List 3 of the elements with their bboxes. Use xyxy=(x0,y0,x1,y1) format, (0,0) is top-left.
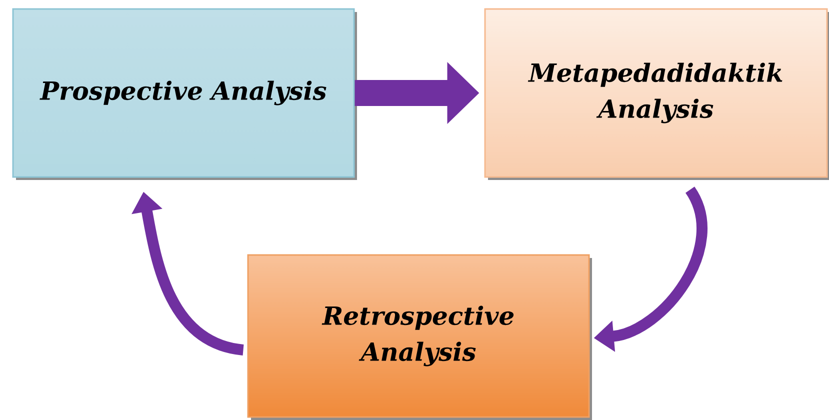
process-box: Metapedadidaktik Analysis xyxy=(484,8,829,180)
process-box: Retrospective Analysis xyxy=(247,254,592,420)
process-box: Prospective Analysis xyxy=(12,8,357,180)
